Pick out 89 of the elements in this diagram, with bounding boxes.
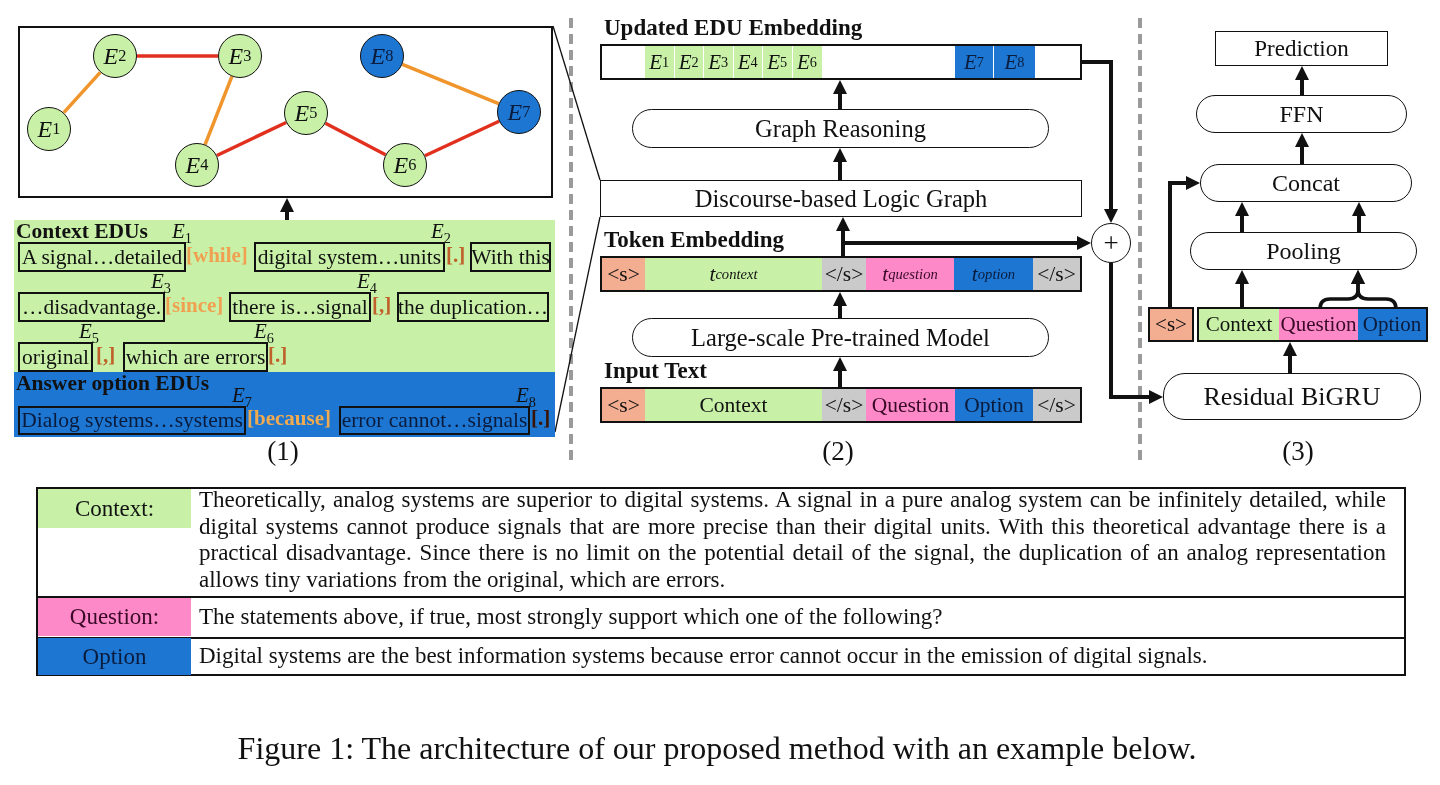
arrow [841,236,1091,256]
segment-bar [1197,307,1428,342]
relation-edge [401,62,500,106]
row-heading: Updated EDU Embedding [604,15,863,41]
row-heading: Input Text [604,358,707,384]
relation-edge [424,119,500,158]
arrow [1295,133,1309,164]
module-box: Pooling [1190,232,1417,270]
option-text: Digital systems are the best information systems because error cannot occur in the emission of digital signals. [199,643,1208,669]
row-heading: Token Embedding [604,227,785,253]
token-segment: Context [645,389,822,421]
arrow [1235,202,1249,232]
relation-edge [216,120,287,158]
arrow [833,80,847,109]
token-segment: Option [1358,309,1426,340]
edu-index-label: E$_{4}$ [357,271,377,291]
connective-label: [.] [268,344,288,366]
edu-text: Dialog systems…systems [21,408,243,433]
panel-number: (3) [1282,436,1314,466]
edu-segment-box: With this [470,242,551,272]
token-segment: Question [1279,309,1358,340]
context-edu-panel [14,220,555,372]
relation-edge [324,121,387,157]
edu-index-label: E$_{8}$ [516,385,536,405]
panel-number: (1) [267,436,299,466]
token-segment: Context [1199,309,1279,340]
zoom-line [552,25,601,181]
arrow [833,148,847,180]
module-box: Residual BiGRU [1163,373,1421,420]
relation-edge [137,54,218,58]
output-box: Prediction [1215,31,1388,66]
sum-node: + [1091,223,1131,263]
token-segment: <s> [1148,307,1194,342]
passage-text: Theoretically, analog systems are superior to digital systems. A signal in a pure analog system can be infinitely detailed, while digital systems cannot produce signals that are more precise than their digital units. With this theoretical advantage there is a practical disadvantage. Since there is no limit on the potential detail of the signal, the duplication of an analog representation allows tiny variations from the original, which are errors. [199,487,1386,593]
connective-label: [.] [446,244,466,266]
edu-index-label: E$_{5}$ [79,321,99,341]
edu-text: there is…signal [232,294,368,320]
token-segment: </s> [822,258,866,290]
edu-index-label: E$_{6}$ [254,321,274,341]
graph-panel [18,26,553,198]
connective-label: [.] [531,407,551,429]
panel-heading: Answer option EDUs [16,372,210,395]
arrow [1283,342,1297,373]
row-header: Question: [38,598,191,636]
token-segment: </s> [1033,258,1080,290]
arrow [1235,270,1249,309]
connective-label: [,] [96,344,116,366]
panel-heading: Context EDUs [16,220,148,243]
arrow [1082,60,1118,223]
figure-caption: Figure 1: The architecture of our proposed method with an example below. [237,729,1197,767]
token-segment: </s> [1033,389,1080,421]
question-text: The statements above, if true, most strongly support which one of the following? [199,604,943,630]
token-segment: Option [955,389,1033,421]
edu-text: which are errors [125,344,266,370]
module-box: Concat [1200,164,1412,202]
token-segment: <s> [602,258,645,290]
arrow [833,357,847,387]
token-segment: <s> [602,389,645,421]
arrow [1352,202,1366,232]
panel-number: (2) [822,436,854,466]
token-segment: </s> [822,389,866,421]
connective-label: [,] [372,294,392,316]
edu-text: …disadvantage. [21,294,162,320]
edu-index-label: E$_{1}$ [172,221,192,241]
arrow [833,292,847,318]
arrow [280,198,294,220]
relation-edge [62,71,102,114]
connective-label: [because] [247,407,331,429]
edu-index-label: E$_{7}$ [232,385,252,405]
module-box: Discourse-based Logic Graph [600,180,1082,217]
row-header: Option [38,638,191,675]
module-box: FFN [1196,95,1407,133]
connective-label: [while] [186,244,248,266]
edu-text: digital system…units [257,244,442,270]
answer-option-panel [14,372,555,437]
token-segment: Question [866,389,955,421]
module-box: Graph Reasoning [632,109,1049,148]
edu-segment-box: the duplication… [397,292,549,322]
edu-text: original [22,344,89,370]
arrow [1109,263,1163,404]
arrow [1295,66,1309,95]
edu-text: A signal…detailed [21,244,183,270]
module-box: Large-scale Pre-trained Model [632,318,1049,357]
edu-index-label: E$_{3}$ [151,271,171,291]
edu-text: error cannot…signals [341,408,528,433]
arrow [1168,176,1200,307]
relation-edge [203,75,234,146]
row-header: Context: [38,489,191,528]
connective-label: [since] [165,294,224,316]
